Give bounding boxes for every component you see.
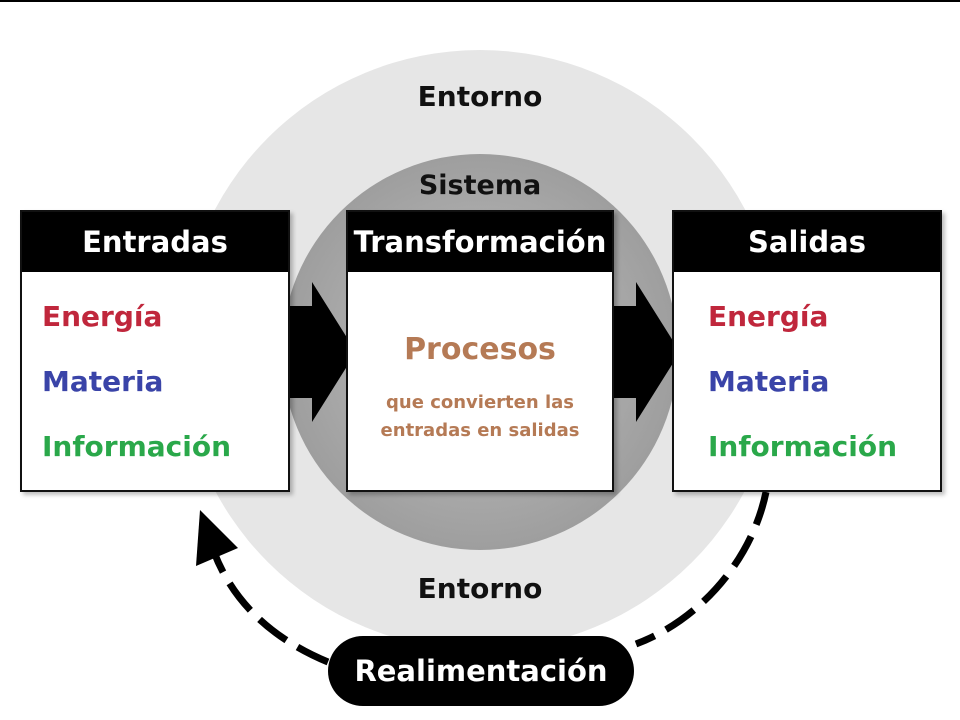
outputs-information: Información: [708, 430, 898, 463]
environment-label-top: Entorno: [417, 80, 543, 113]
feedback-arrowhead: [196, 510, 238, 566]
transformation-box: Transformación Procesos que convierten l…: [346, 210, 614, 492]
process-desc-line-1: que convierten las: [386, 392, 574, 413]
transformation-title: Transformación: [348, 212, 612, 272]
inputs-box: Entradas Energía Materia Información: [20, 210, 290, 492]
system-label: Sistema: [418, 170, 542, 201]
outputs-energy: Energía: [708, 300, 829, 333]
arrow-inputs-to-transformation: [288, 282, 356, 422]
top-border-line: [0, 0, 960, 2]
feedback-loop-left: [210, 550, 330, 666]
process-title: Procesos: [404, 332, 556, 367]
inputs-information: Información: [42, 430, 232, 463]
arrow-transformation-to-outputs: [612, 282, 680, 422]
inputs-energy: Energía: [42, 300, 163, 333]
inputs-title: Entradas: [22, 212, 288, 272]
inputs-matter: Materia: [42, 365, 164, 398]
outputs-box: Salidas Energía Materia Información: [672, 210, 942, 492]
process-desc-line-2: entradas en salidas: [380, 420, 580, 441]
feedback-label: Realimentación: [328, 636, 634, 706]
feedback-loop-right: [634, 491, 770, 648]
environment-label-bottom: Entorno: [417, 572, 543, 605]
outputs-matter: Materia: [708, 365, 830, 398]
outputs-title: Salidas: [674, 212, 940, 272]
